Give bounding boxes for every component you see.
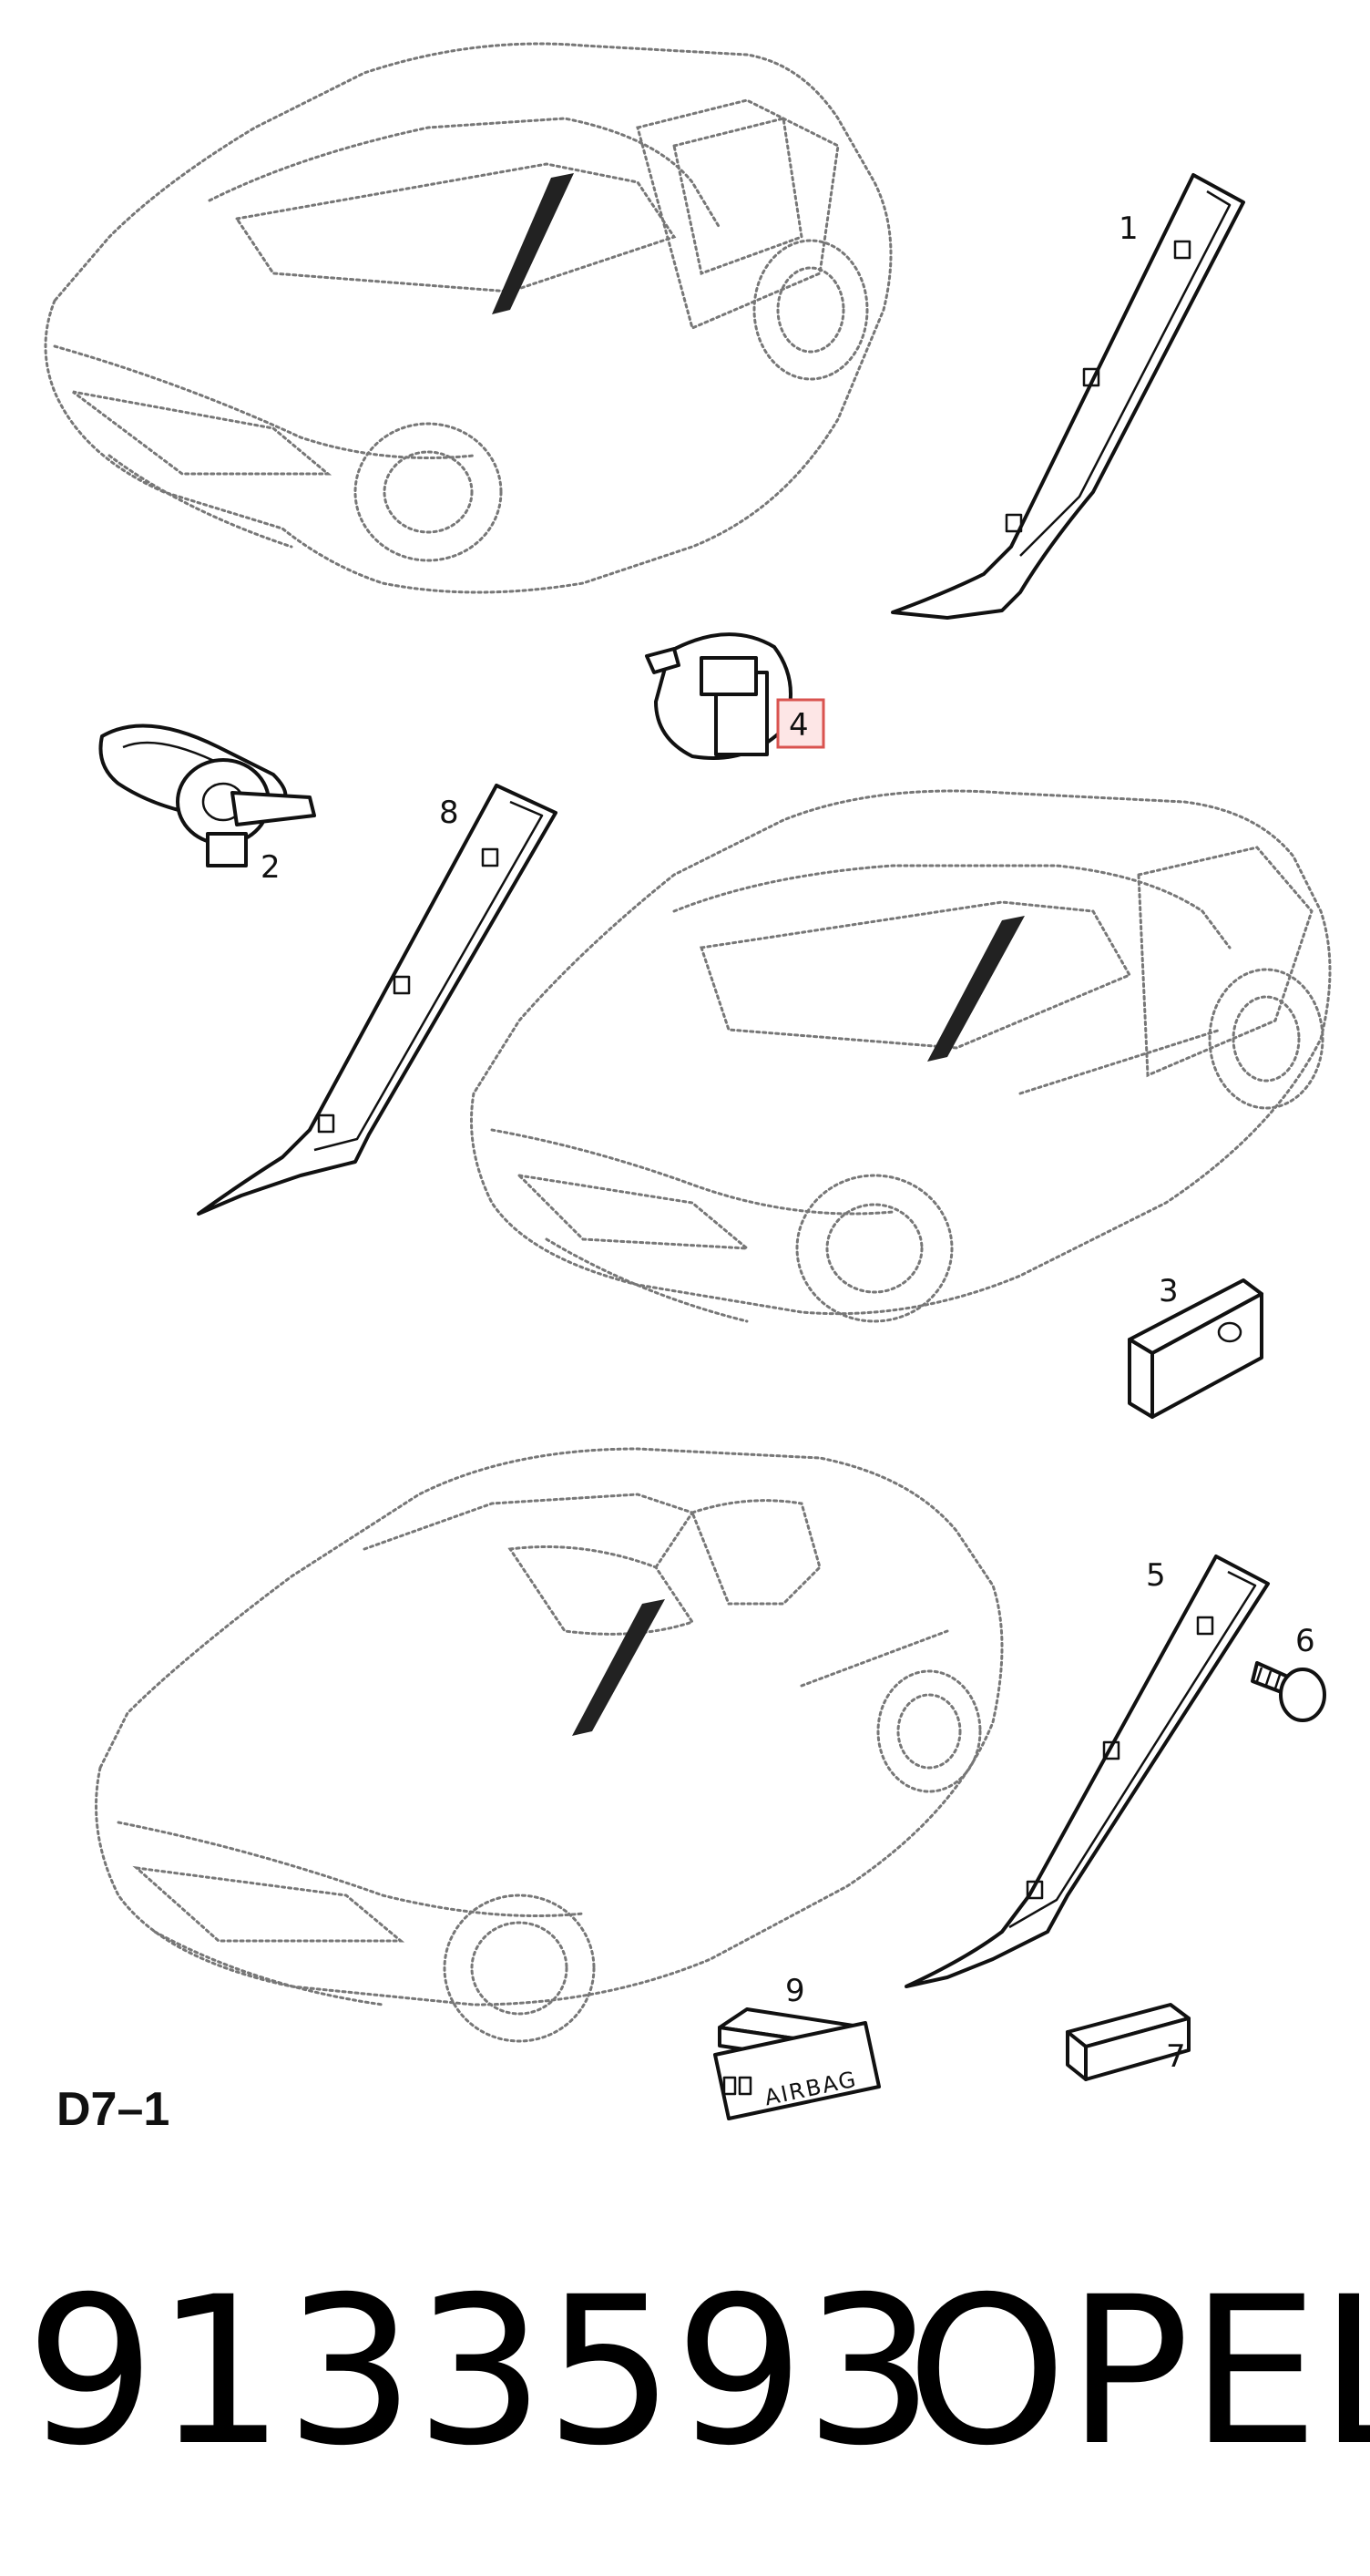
callout-5: 5 (1146, 1557, 1166, 1594)
sheet-label: D7–1 (56, 2083, 169, 2136)
hatchback-illustration (44, 42, 893, 594)
highlight-box (776, 698, 825, 749)
brand-name: OPEL (906, 2253, 1370, 2490)
callout-6: 6 (1295, 1623, 1315, 1659)
convertible-illustration (95, 1447, 1004, 2043)
callout-7: 7 (1166, 2038, 1186, 2075)
callout-2: 2 (261, 849, 281, 886)
foam-pad-part-3 (1128, 1278, 1263, 1419)
fastener-clip-part-4 (645, 632, 792, 760)
a-pillar-trim-part-5 (905, 1555, 1270, 1988)
part-number: 9133593 (26, 2253, 935, 2490)
callout-3: 3 (1159, 1273, 1179, 1309)
retainer-clip-part-2 (98, 724, 316, 867)
callout-1: 1 (1119, 210, 1139, 247)
callout-4: 4 (789, 707, 809, 744)
callout-8: 8 (439, 795, 459, 831)
foam-block-part-7 (1066, 2003, 1191, 2081)
a-pillar-trim-part-1 (891, 173, 1245, 620)
push-rivet-part-6 (1251, 1661, 1326, 1722)
coupe-illustration (470, 789, 1332, 1323)
a-pillar-trim-part-8 (197, 784, 557, 1216)
callout-9: 9 (785, 1973, 805, 2009)
airbag-badge-part-9: AIRBAG (713, 2007, 881, 2120)
